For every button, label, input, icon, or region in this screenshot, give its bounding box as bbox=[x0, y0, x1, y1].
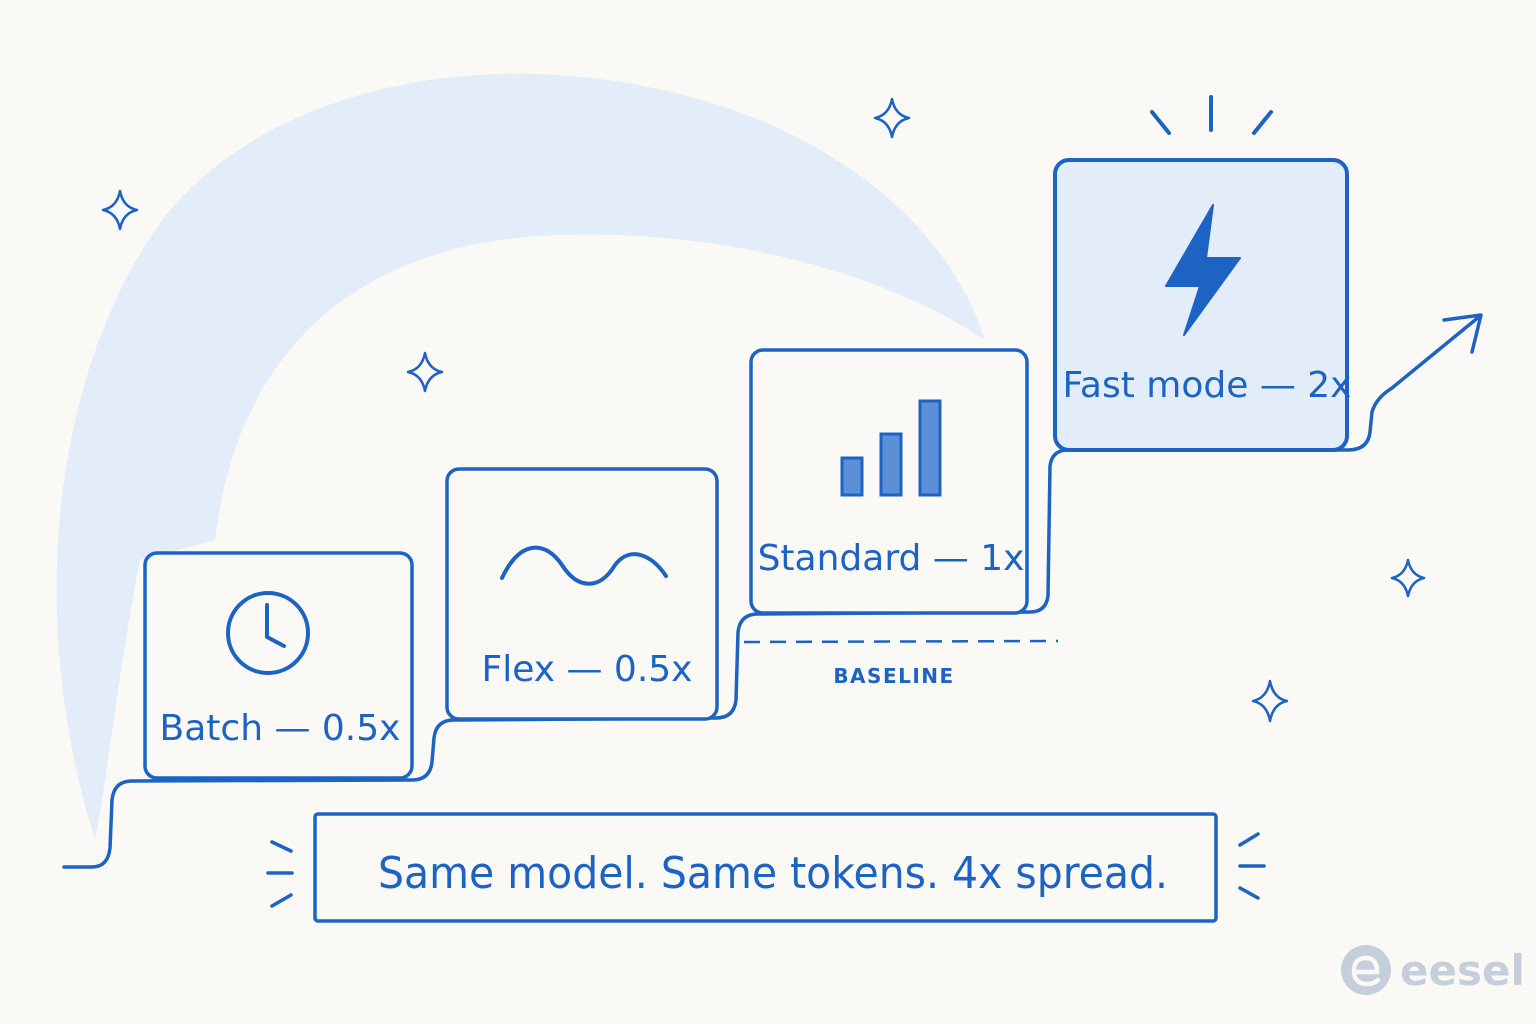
sparkle-icon bbox=[101, 189, 139, 231]
step-card bbox=[445, 467, 719, 721]
baseline-dashed-line bbox=[743, 639, 1059, 644]
baseline-label: BASELINE bbox=[833, 664, 954, 688]
step-label: Flex — 0.5x bbox=[482, 649, 693, 690]
emphasis-lines-right bbox=[1238, 832, 1266, 900]
sparkle-icon bbox=[873, 97, 911, 139]
step-standard: Standard — 1x bbox=[749, 348, 1029, 615]
bar-chart-bar bbox=[879, 432, 903, 497]
staircase-line bbox=[62, 386, 1394, 869]
step-fast-mode: Fast mode — 2x bbox=[1053, 95, 1352, 452]
tagline-text: Same model. Same tokens. 4x spread. bbox=[378, 848, 1168, 899]
emphasis-lines-left bbox=[266, 840, 294, 908]
lightning-bolt-icon bbox=[1165, 204, 1241, 336]
arrow-up-icon bbox=[1390, 313, 1483, 390]
bar-chart-bar bbox=[840, 456, 864, 497]
eesel-logo-icon bbox=[1341, 945, 1391, 995]
burst-lines-icon bbox=[1150, 95, 1273, 135]
brand-logo: eesel bbox=[1341, 945, 1525, 995]
step-batch: Batch — 0.5x bbox=[143, 551, 414, 780]
sparkle-icon bbox=[406, 351, 444, 393]
sparkle-icon bbox=[1390, 558, 1426, 598]
step-card bbox=[143, 551, 414, 780]
step-label: Standard — 1x bbox=[758, 538, 1025, 579]
background-swoosh bbox=[56, 73, 985, 841]
wave-icon bbox=[500, 545, 668, 586]
bar-chart-icon bbox=[840, 399, 942, 497]
clock-icon bbox=[226, 591, 310, 675]
sparkle-icon bbox=[1251, 679, 1289, 723]
brand-name: eesel bbox=[1400, 946, 1525, 995]
bar-chart-bar bbox=[918, 399, 942, 497]
tagline-box bbox=[313, 812, 1218, 923]
step-label: Batch — 0.5x bbox=[160, 708, 401, 749]
tagline-banner: Same model. Same tokens. 4x spread. bbox=[266, 812, 1266, 923]
step-flex: Flex — 0.5x bbox=[445, 467, 719, 721]
step-label: Fast mode — 2x bbox=[1063, 365, 1352, 406]
